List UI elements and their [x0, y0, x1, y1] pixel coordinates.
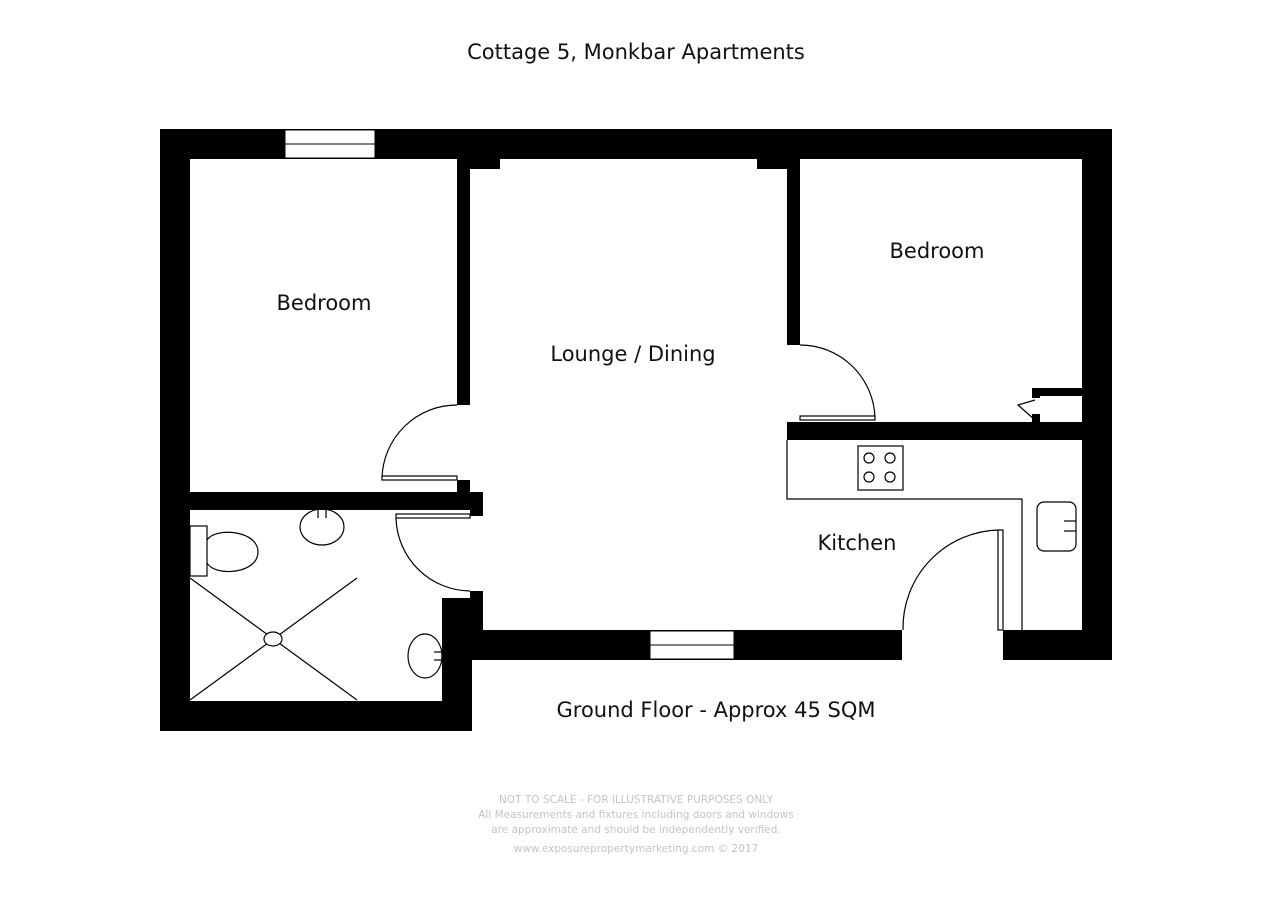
- disclaimer: NOT TO SCALE - FOR ILLUSTRATIVE PURPOSES…: [0, 793, 1272, 857]
- kitchen-fixtures: [786, 440, 1077, 630]
- door-icon: [381, 344, 1036, 631]
- room-label-kitchen: Kitchen: [818, 531, 897, 555]
- plan-title: Cottage 5, Monkbar Apartments: [467, 40, 805, 64]
- window-icon: [284, 129, 735, 660]
- floor-area-label: Ground Floor - Approx 45 SQM: [557, 698, 876, 722]
- copyright-line: www.exposurepropertymarketing.com © 2017: [513, 843, 759, 855]
- basin-icon: [407, 633, 443, 679]
- hob-icon: [857, 445, 904, 491]
- room-label-bedroom-right: Bedroom: [890, 239, 985, 263]
- disclaimer-line: All Measurements and fixtures including …: [478, 809, 794, 821]
- room-label-bedroom-left: Bedroom: [277, 291, 372, 315]
- basin-icon: [299, 508, 345, 546]
- disclaimer-line: NOT TO SCALE - FOR ILLUSTRATIVE PURPOSES…: [498, 794, 774, 806]
- room-label-lounge: Lounge / Dining: [550, 342, 715, 366]
- toilet-icon: [189, 525, 208, 577]
- walls: [160, 129, 1112, 731]
- disclaimer-line: are approximate and should be independen…: [491, 824, 781, 836]
- bathroom-fixtures: [189, 508, 443, 701]
- sink-icon: [1036, 501, 1077, 552]
